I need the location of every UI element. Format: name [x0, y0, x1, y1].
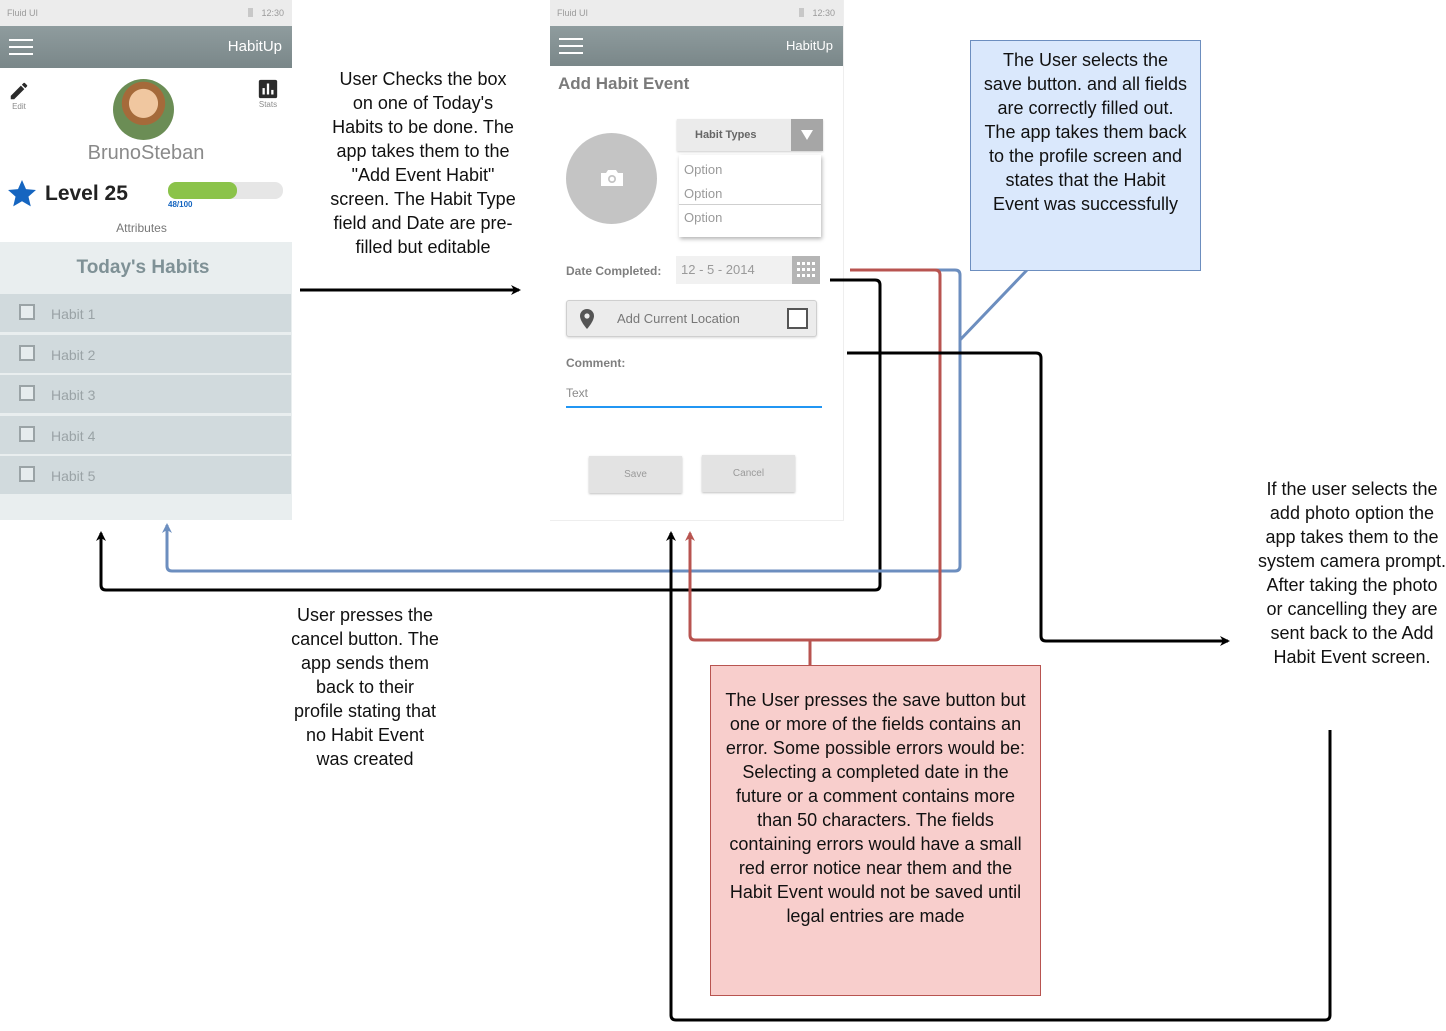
status-bar: Fluid UI 12:30 — [550, 0, 843, 26]
chevron-down-icon — [801, 130, 813, 140]
xp-progress-bar — [168, 182, 283, 199]
status-carrier: Fluid UI — [7, 8, 39, 18]
habit-types-options: Option Option Option — [679, 155, 821, 237]
save-error-note: The User presses the save button but one… — [710, 665, 1041, 996]
photo-flow-arrow — [847, 351, 1230, 646]
photo-return-arrow — [666, 531, 1332, 1022]
habit-row[interactable]: Habit 1 — [0, 294, 291, 332]
cancel-flow-arrow — [96, 278, 882, 592]
save-success-note: The User selects the save button. and al… — [970, 40, 1201, 271]
bar-chart-icon — [258, 79, 278, 99]
xp-text: 48/100 — [168, 200, 193, 209]
battery-icon — [248, 8, 254, 17]
stats-button[interactable]: Stats — [253, 78, 283, 109]
camera-icon — [601, 170, 623, 186]
habit-label: Habit 2 — [51, 346, 96, 363]
comment-input[interactable]: Text — [566, 384, 822, 408]
app-bar: HabitUp — [0, 26, 292, 68]
save-success-arrow — [162, 268, 962, 573]
page-title: Add Habit Event — [558, 74, 690, 93]
cancel-flow-note: User presses the cancel button. The app … — [291, 605, 439, 769]
divider — [679, 204, 821, 205]
habit-row[interactable]: Habit 3 — [0, 375, 291, 413]
status-time: 12:30 — [812, 8, 835, 18]
habit-checkbox[interactable] — [19, 304, 35, 320]
option-item[interactable]: Option — [684, 210, 723, 225]
habit-label: Habit 3 — [51, 387, 96, 403]
menu-icon[interactable] — [559, 38, 583, 54]
status-time-group: 12:30 — [799, 8, 835, 18]
profile-screen: Fluid UI 12:30 HabitUp Edit Stats BrunoS… — [0, 0, 292, 520]
habit-label: Habit 4 — [51, 427, 96, 444]
stats-label: Stats — [258, 100, 278, 109]
add-location-field[interactable]: Add Current Location — [566, 300, 817, 337]
habit-checkbox[interactable] — [19, 466, 35, 482]
habit-label: Habit 5 — [51, 468, 96, 484]
habit-label: Habit 1 — [51, 306, 96, 322]
xp-progress-fill — [168, 182, 237, 199]
comment-label: Comment: — [566, 356, 626, 370]
date-value: 12 - 5 - 2014 — [681, 262, 755, 277]
username: BrunoSteban — [87, 142, 205, 164]
app-title: HabitUp — [786, 38, 833, 53]
habit-checkbox[interactable] — [19, 425, 35, 442]
date-field[interactable]: 12 - 5 - 2014 — [676, 256, 820, 284]
battery-icon — [799, 8, 805, 17]
habit-row[interactable]: Habit 5 — [0, 456, 291, 494]
edit-button[interactable]: Edit — [4, 80, 34, 111]
status-time-group: 12:30 — [248, 8, 284, 18]
add-photo-button[interactable] — [566, 133, 657, 224]
habit-checkbox[interactable] — [19, 344, 35, 361]
save-button[interactable]: Save — [589, 456, 682, 493]
menu-icon[interactable] — [9, 39, 33, 55]
date-completed-label: Date Completed: — [566, 264, 662, 278]
option-item[interactable]: Option — [684, 186, 723, 201]
save-success-pointer — [958, 268, 1029, 342]
checkbox-flow-note: User Checks the box on one of Today's Ha… — [330, 69, 516, 257]
status-bar: Fluid UI 12:30 — [0, 0, 292, 26]
star-icon — [8, 179, 36, 207]
app-bar: HabitUp — [550, 26, 843, 66]
comment-placeholder: Text — [566, 386, 589, 400]
pencil-icon — [10, 82, 28, 100]
habit-types-label: Habit Types — [695, 129, 757, 141]
habit-row[interactable]: Habit 4 — [0, 415, 291, 454]
calendar-icon[interactable] — [792, 256, 820, 284]
avatar — [113, 79, 174, 140]
location-checkbox[interactable] — [787, 308, 808, 329]
todays-habits-title: Today's Habits — [76, 257, 210, 278]
level-label: Level 25 — [45, 182, 128, 205]
habit-types-dropdown[interactable]: Habit Types — [677, 119, 823, 151]
cancel-button[interactable]: Cancel — [702, 455, 795, 492]
location-pin-icon — [580, 309, 594, 329]
photo-flow-note: If the user selects the add photo option… — [1257, 479, 1446, 667]
option-item[interactable]: Option — [684, 162, 723, 177]
save-error-arrow — [685, 268, 942, 642]
edit-label: Edit — [12, 102, 26, 111]
habit-checkbox[interactable] — [19, 385, 35, 401]
app-title: HabitUp — [227, 38, 282, 55]
dropdown-arrow-button[interactable] — [791, 119, 823, 151]
status-time: 12:30 — [261, 8, 284, 18]
add-habit-event-screen: Fluid UI 12:30 HabitUp Add Habit Event H… — [550, 0, 844, 521]
attributes-link[interactable]: Attributes — [116, 221, 167, 235]
status-carrier: Fluid UI — [557, 8, 589, 18]
add-location-label: Add Current Location — [617, 311, 740, 326]
habit-row[interactable]: Habit 2 — [0, 334, 291, 373]
